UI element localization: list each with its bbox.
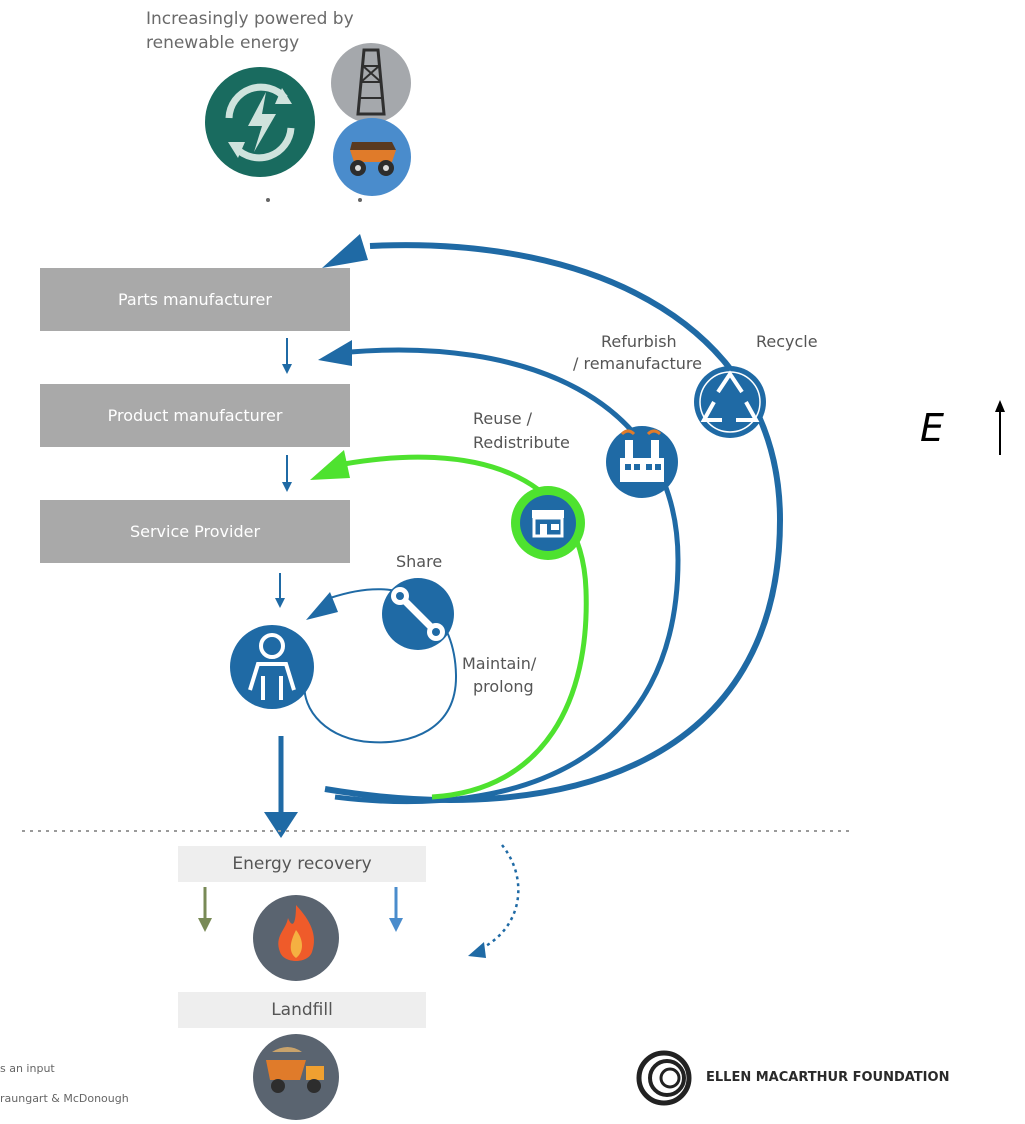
wrench-icon [382,578,454,650]
mining-truck-icon [333,118,411,196]
renewable-energy-icon [205,67,315,177]
header-line-1: Increasingly powered by [146,9,354,29]
recycle-label: Recycle [756,332,818,351]
refurbish-arrowhead [318,340,352,366]
dashed-curve-arrowhead [468,942,486,958]
reuse-label-1: Reuse / [473,409,533,428]
recycle-arrowhead [322,234,368,268]
big-down-arrowhead [264,812,298,838]
variable-e: E [920,406,945,450]
footnote-1: s an input [0,1062,55,1075]
recycle-icon [694,366,766,438]
dump-truck-icon [253,1034,339,1120]
landfill-box: Landfill [178,992,426,1028]
footnote-2: raungart & McDonough [0,1092,129,1105]
foundation-name: ELLEN MACARTHUR FOUNDATION [706,1070,950,1085]
refurbish-loop [334,347,681,805]
reuse-label-2: Redistribute [473,433,570,452]
share-arrowhead [306,592,338,620]
up-arrowhead [995,400,1005,412]
recycle-loop [324,242,784,803]
maintain-label-2: prolong [473,677,534,696]
factory-icon [606,426,678,498]
energy-recovery-box: Energy recovery [178,846,426,882]
dot-marker [358,198,362,202]
fire-icon [253,895,339,981]
maintain-label-1: Maintain/ [462,654,537,673]
refurbish-label-2: / remanufacture [573,354,702,373]
product-manufacturer-box: Product manufacturer [40,384,350,447]
reuse-arrowhead [310,450,350,480]
foundation-logo-icon [636,1050,692,1106]
service-provider-box: Service Provider [40,500,350,563]
share-label: Share [396,552,443,571]
user-icon [230,625,314,709]
refurbish-label-1: Refurbish [601,332,677,351]
dashed-curve-arrow [477,844,520,952]
blue-small-arrowhead [389,918,403,932]
green-small-arrowhead [198,918,212,932]
parts-manufacturer-box: Parts manufacturer [40,268,350,331]
dot-marker [266,198,270,202]
reuse-loop [343,454,589,800]
header-line-2: renewable energy [146,33,300,53]
shop-icon [511,486,585,560]
oil-rig-icon [331,43,411,123]
